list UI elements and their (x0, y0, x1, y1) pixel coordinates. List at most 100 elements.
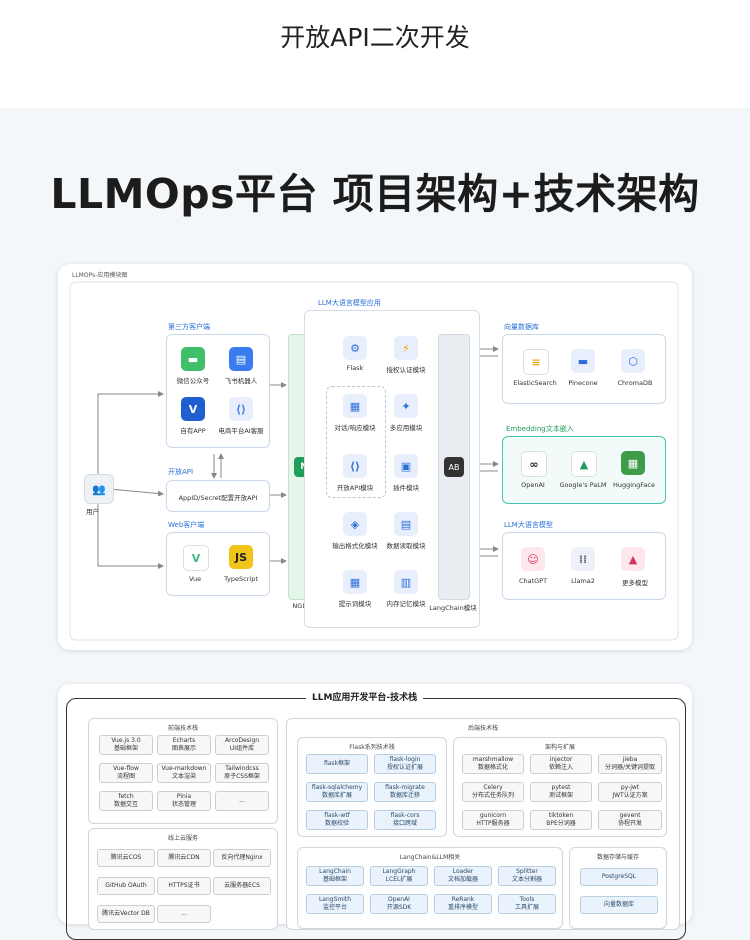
palm-icon: ▲ (571, 451, 597, 477)
cloud-item: 反向代理Nginx (213, 849, 271, 867)
llama-icon: ⁞⁞ (571, 547, 595, 571)
cloud-item: 云服务器ECS (213, 877, 271, 895)
format-icon: ◈ (343, 512, 367, 536)
vector-db-item: ElasticSearch (513, 379, 557, 387)
module-label: 内存记忆模块 (386, 600, 426, 608)
user-icon: 👥 (84, 474, 114, 504)
chromadb-icon: ⬡ (621, 349, 645, 373)
open-api-group: AppID/Secret配置开放API (166, 480, 270, 512)
pinecone-icon: ▬ (571, 349, 595, 373)
third-party-title: 第三方客户端 (168, 323, 210, 331)
module-label: 输出格式化模块 (332, 542, 378, 550)
open-api-title: 开放API (168, 468, 194, 476)
llm-models-title: LLM大语言模型 (504, 521, 553, 529)
llm-model-item: 更多模型 (622, 579, 648, 587)
dashed-module-group (326, 386, 386, 498)
module-label: 数据读取模块 (386, 542, 426, 550)
flask-icon: ⚙ (343, 336, 367, 360)
architecture-title: LLMOPs-应用模块图 (72, 272, 128, 279)
cloud-item: 腾讯云CDN (157, 849, 211, 867)
web-client-group: V Vue JS TypeScript (166, 532, 270, 596)
architecture-card: LLMOPs-应用模块图 👥 用户 第三方客户端 ▬ 微信公众号 ▤ 飞书机器人… (58, 264, 692, 650)
flask-title: Flask系列技术栈 (349, 744, 395, 751)
wechat-icon: ▬ (181, 347, 205, 371)
storage-item: 向量数据库 (580, 896, 658, 914)
data-read-icon: ▤ (394, 512, 418, 536)
langchain-bar: AB (438, 334, 470, 600)
vector-db-item: ChromaDB (617, 379, 653, 387)
llm-model-item: Llama2 (571, 577, 595, 585)
cloud-title: 线上云服务 (167, 835, 198, 842)
frontend-title: 前端技术栈 (167, 725, 198, 732)
embedding-title: Embedding文本嵌入 (506, 425, 574, 433)
web-client-title: Web客户端 (168, 521, 205, 529)
more-models-icon: ▲ (621, 547, 645, 571)
web-client-item: Vue (188, 575, 202, 583)
vector-db-group: ≡ ElasticSearch ▬ Pinecone ⬡ ChromaDB (502, 334, 666, 404)
third-party-item: 微信公众号 (176, 377, 210, 385)
third-party-group: ▬ 微信公众号 ▤ 飞书机器人 V 自有APP ⟨⟩ 电商平台AI客服 (166, 334, 270, 448)
cloud-item: HTTPS证书 (157, 877, 211, 895)
third-party-item: 自有APP (180, 427, 206, 435)
storage-section: 数据存储与缓存 PostgreSQL 向量数据库 (569, 847, 667, 929)
module-label: 多应用模块 (389, 424, 423, 432)
prompt-icon: ▦ (343, 570, 367, 594)
module-label: 授权认证模块 (386, 366, 426, 374)
cloud-section: 线上云服务 腾讯云COS 腾讯云CDN 反向代理Nginx GitHub OAu… (88, 828, 278, 930)
third-party-item: 电商平台AI客服 (218, 427, 264, 435)
huggingface-icon: ▦ (621, 451, 645, 475)
module-label: 开放API模块 (336, 484, 374, 492)
elasticsearch-icon: ≡ (523, 349, 549, 375)
auth-icon: ⚡ (394, 336, 418, 360)
cloud-item: 腾讯云COS (97, 849, 155, 867)
top-header: 开放API二次开发 (0, 0, 750, 108)
user-label: 用户 (86, 508, 99, 516)
embedding-item: HuggingFace (612, 481, 655, 489)
vector-db-item: Pinecone (568, 379, 598, 387)
feishu-icon: ▤ (229, 347, 253, 371)
openai-icon: ∞ (521, 451, 547, 477)
cloud-item: 腾讯云Vector DB (97, 905, 155, 923)
tech-stack-title: LLM应用开发平台-技术栈 (306, 690, 424, 703)
module-label: 提示词模块 (338, 600, 372, 608)
embedding-item: Google's PaLM (559, 481, 607, 489)
memory-icon: ▥ (394, 570, 418, 594)
arch-ext-title: 架构与扩展 (544, 744, 575, 751)
open-api-module-icon: ⟨⟩ (343, 454, 367, 478)
backend-title: 后端技术栈 (467, 725, 498, 732)
storage-title: 数据存储与缓存 (596, 854, 639, 861)
langchain-title: LangChain&LLM相关 (399, 854, 461, 861)
tech-item: ... (215, 791, 269, 811)
third-party-item: 飞书机器人 (224, 377, 258, 385)
chat-icon: ▦ (343, 394, 367, 418)
open-api-desc: AppID/Secret配置开放API (178, 494, 258, 502)
app-icon: V (181, 397, 205, 421)
module-label: 插件模块 (393, 484, 419, 492)
web-client-item: TypeScript (224, 575, 258, 583)
llm-models-group: ☺ ChatGPT ⁞⁞ Llama2 ▲ 更多模型 (502, 532, 666, 600)
